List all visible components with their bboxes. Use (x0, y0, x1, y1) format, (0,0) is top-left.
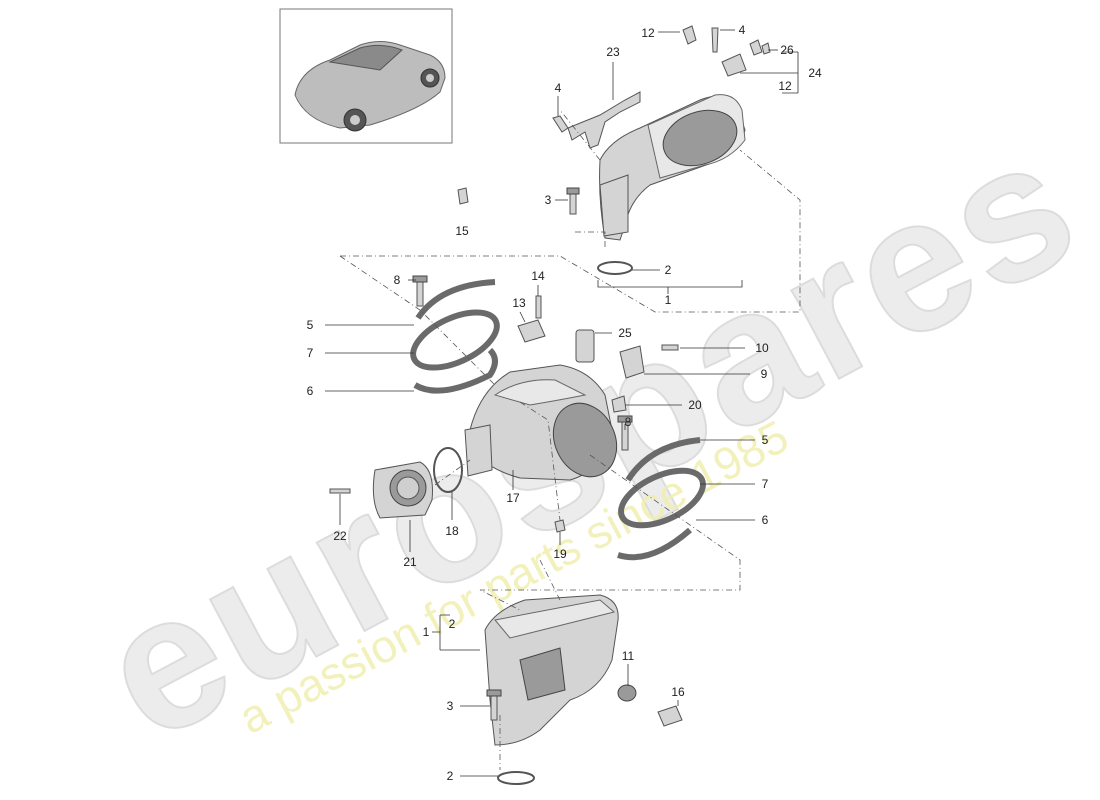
callout-23: 23 (606, 45, 620, 59)
callout-labels: 12 4 26 24 12 23 4 3 15 2 1 8 5 7 6 14 1… (307, 23, 822, 783)
lower-intake-manifold (484, 594, 683, 785)
callout-6-left: 6 (307, 384, 314, 398)
o-ring-upper (597, 261, 633, 275)
callout-25: 25 (618, 326, 632, 340)
callout-1-lower: 1 (423, 625, 430, 639)
clip-15 (457, 187, 469, 205)
left-clamp-set (410, 275, 500, 394)
callout-20: 20 (688, 398, 702, 412)
callout-3-top: 3 (545, 193, 552, 207)
callout-16: 16 (671, 685, 685, 699)
callout-13: 13 (512, 296, 526, 310)
leader-lines (325, 29, 799, 777)
callout-9: 9 (761, 367, 768, 381)
callout-6-right: 6 (762, 513, 769, 527)
callout-14: 14 (531, 269, 545, 283)
callout-12-top: 12 (641, 26, 655, 40)
throttle-valve-assembly (329, 447, 566, 533)
vehicle-thumbnail (279, 8, 453, 144)
callout-22: 22 (333, 529, 347, 543)
upper-intake-pipe (599, 94, 746, 241)
callout-8-right: 8 (625, 415, 632, 429)
callout-2-lower: 2 (449, 617, 456, 631)
bracket-23 (567, 91, 641, 149)
upper-small-hardware (682, 25, 771, 77)
callout-17: 17 (506, 491, 520, 505)
sensors (517, 295, 679, 413)
callout-1-top: 1 (665, 293, 672, 307)
callout-4-top: 4 (739, 23, 746, 37)
callout-2-bottom: 2 (447, 769, 454, 783)
upper-bolts (552, 115, 580, 215)
right-clamp-set (617, 415, 706, 561)
callout-5-left: 5 (307, 318, 314, 332)
callout-2-top: 2 (665, 263, 672, 277)
callout-10: 10 (755, 341, 769, 355)
callout-3-lower: 3 (447, 699, 454, 713)
callout-12-bracket: 12 (778, 79, 792, 93)
callout-11: 11 (622, 649, 635, 663)
callout-8-left: 8 (394, 273, 401, 287)
callout-24: 24 (808, 66, 822, 80)
callout-21: 21 (403, 555, 417, 569)
throttle-intake-body (464, 364, 618, 481)
callout-7-right: 7 (762, 477, 769, 491)
callout-15: 15 (455, 224, 469, 238)
callout-7-left: 7 (307, 346, 314, 360)
callout-5-right: 5 (762, 433, 769, 447)
callout-19: 19 (553, 547, 567, 561)
assembly-lines (339, 109, 801, 770)
callout-4-left: 4 (555, 81, 562, 95)
callout-18: 18 (445, 524, 459, 538)
callout-26: 26 (780, 43, 794, 57)
